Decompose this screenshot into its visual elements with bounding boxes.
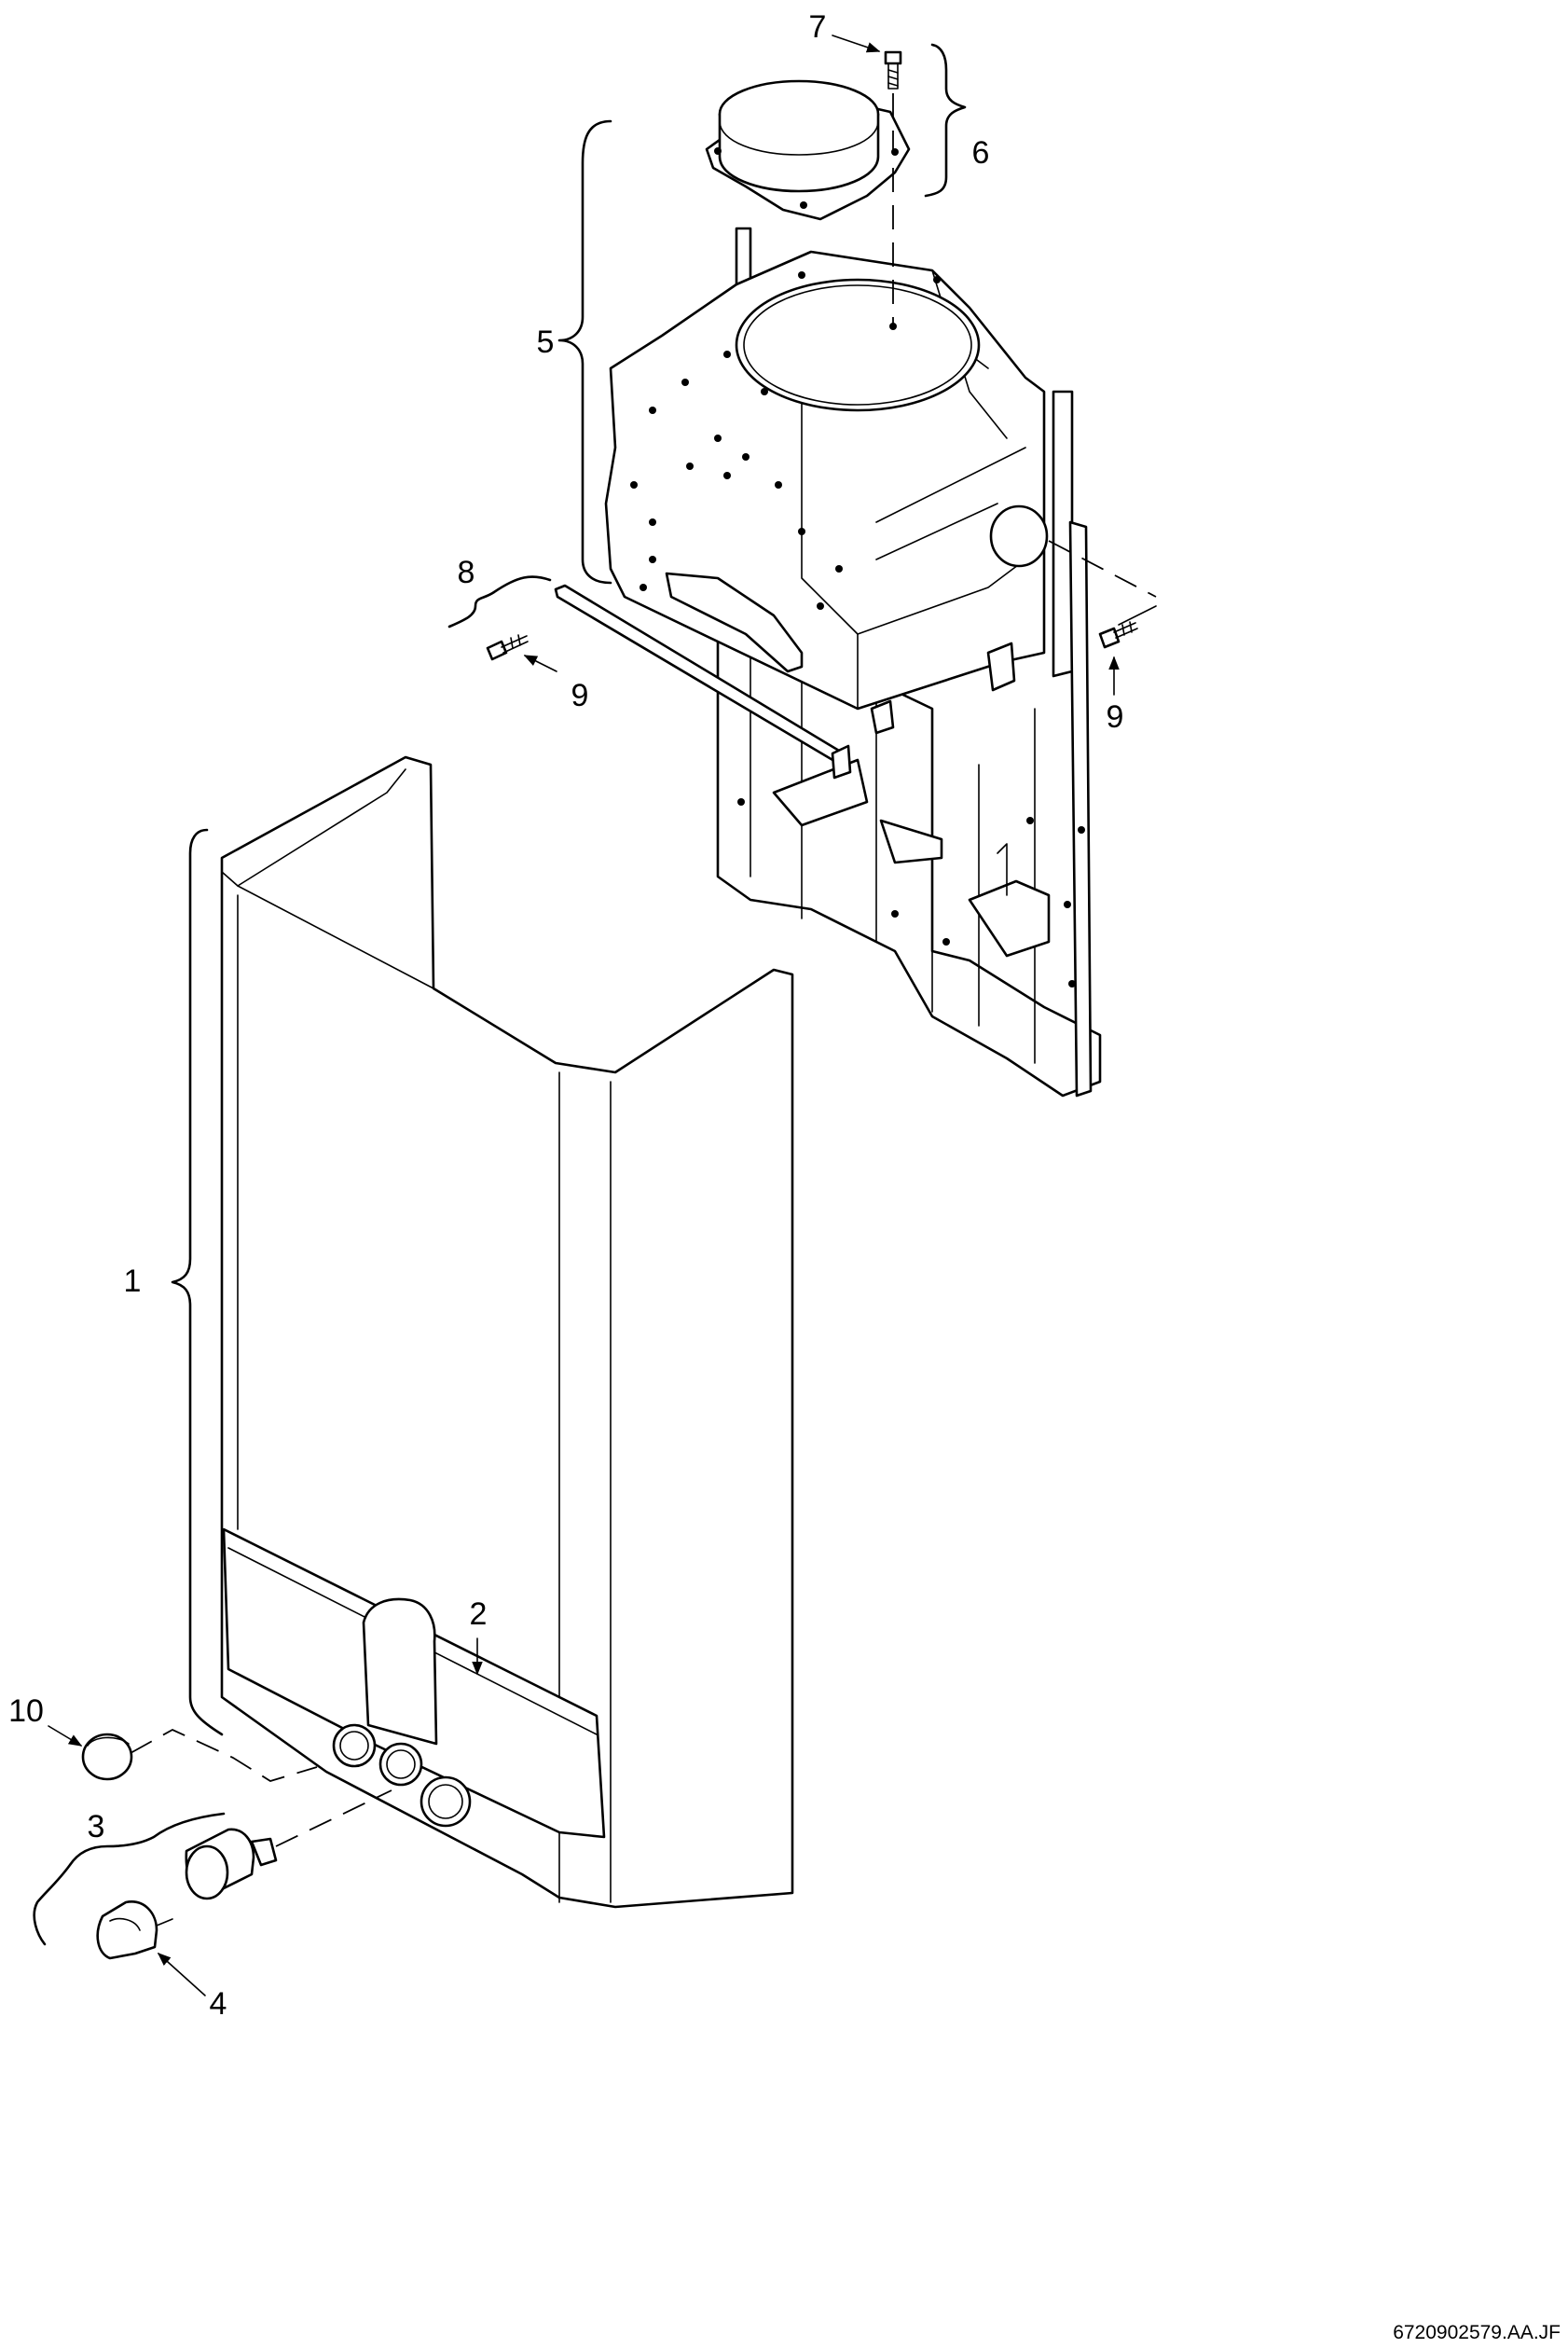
brace-item-6 <box>924 43 967 198</box>
brace-item-8 <box>447 575 552 628</box>
callout-1: 1 <box>124 1264 142 1299</box>
mounting-frame <box>716 227 1102 1098</box>
callout-2: 2 <box>470 1596 488 1632</box>
knob-item-4 <box>96 1900 173 1960</box>
leader-arrows <box>48 35 1120 1996</box>
callout-9-left: 9 <box>571 678 589 713</box>
screw-item-9-right <box>1048 540 1157 649</box>
flue-collar <box>705 79 911 221</box>
callout-7: 7 <box>809 9 827 45</box>
callout-5: 5 <box>537 325 555 360</box>
cap-item-10 <box>81 1728 318 1782</box>
callout-6: 6 <box>972 135 990 171</box>
screw-item-9-left <box>486 634 529 661</box>
support-rod-item-8 <box>554 584 852 780</box>
drawing-code: 6720902579.AA.JF <box>1393 2322 1561 2343</box>
brace-item-5 <box>557 119 612 585</box>
flue-hood <box>604 250 1049 735</box>
spindle-item-3 <box>185 1789 392 1900</box>
callout-4: 4 <box>210 1986 227 2022</box>
callout-9-right: 9 <box>1107 699 1124 735</box>
brace-item-1 <box>171 828 224 1736</box>
callout-3: 3 <box>88 1809 105 1844</box>
callout-10: 10 <box>8 1693 44 1729</box>
front-casing <box>220 755 794 1909</box>
brace-item-3 <box>33 1812 226 1946</box>
screw-item-7 <box>884 50 902 326</box>
callout-8: 8 <box>458 555 475 590</box>
